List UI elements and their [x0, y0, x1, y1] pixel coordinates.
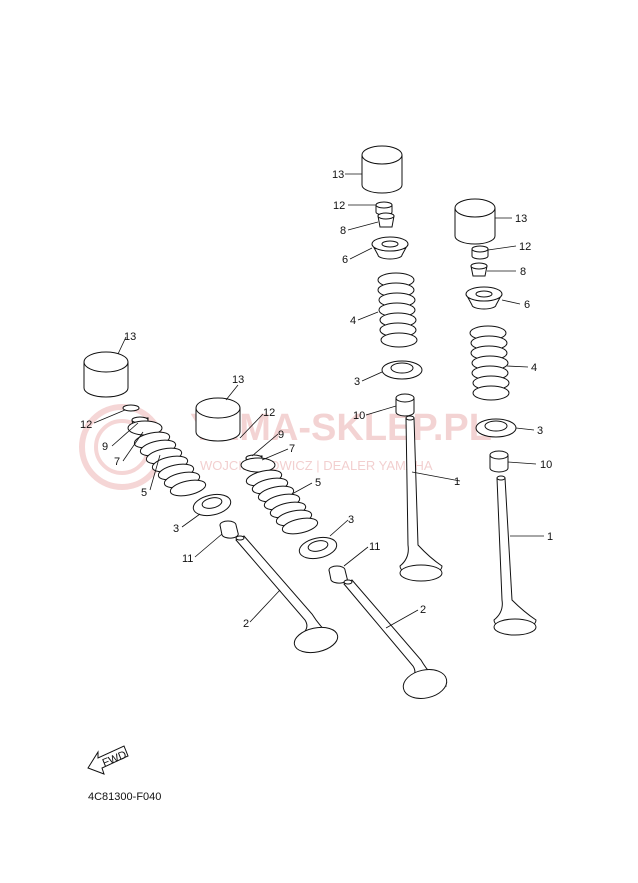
callout-1: 1	[547, 531, 553, 543]
fwd-label: FWD	[101, 749, 129, 770]
valve-stem-seal	[328, 565, 348, 584]
valve-spring	[133, 431, 207, 497]
valve-assembly-intake-b	[454, 198, 537, 636]
valve-spring	[245, 469, 319, 535]
valve-cotter	[470, 262, 488, 277]
valve-lifter	[454, 198, 496, 245]
callout-11: 11	[369, 541, 380, 553]
exhaust-valve	[235, 535, 339, 654]
callout-10: 10	[353, 410, 365, 422]
callout-1: 1	[454, 476, 460, 488]
callout-3: 3	[348, 514, 354, 526]
callout-3: 3	[354, 376, 360, 388]
callout-12: 12	[263, 407, 275, 419]
valve-spring	[469, 325, 510, 401]
intake-valve	[399, 415, 443, 582]
valve-spring-seat	[381, 360, 423, 380]
callout-3: 3	[537, 425, 543, 437]
callout-12: 12	[80, 419, 92, 431]
callout-7: 7	[289, 443, 295, 455]
valve-lifter	[83, 351, 129, 398]
valve-cotter	[377, 212, 395, 228]
callout-8: 8	[520, 266, 526, 278]
valve-stem-seal	[219, 520, 239, 539]
valve-spring-seat	[298, 536, 338, 560]
callout-13: 13	[232, 374, 244, 386]
callout-13: 13	[124, 331, 136, 343]
valve-pad	[122, 404, 140, 412]
valve-pad	[471, 245, 489, 260]
callout-13: 13	[515, 213, 527, 225]
valve-assembly-exhaust-b	[195, 397, 448, 699]
callout-10: 10	[540, 459, 552, 471]
callout-2: 2	[243, 618, 249, 630]
forward-arrow-icon: FWD	[87, 745, 129, 775]
callout-5: 5	[141, 487, 147, 499]
watermark-subtext: WOJCIECHOWICZ | DEALER YAMAHA	[200, 458, 433, 473]
callout-2: 2	[420, 604, 426, 616]
callout-4: 4	[531, 362, 537, 374]
callout-6: 6	[342, 254, 348, 266]
callout-9: 9	[102, 441, 108, 453]
leader-lines	[93, 173, 544, 629]
exhaust-valve	[343, 579, 448, 699]
callout-13: 13	[332, 169, 344, 181]
valve-lifter	[361, 145, 403, 194]
callout-11: 11	[182, 553, 193, 565]
callout-6: 6	[524, 299, 530, 311]
valve-assembly-intake-a	[361, 145, 443, 582]
valve-spring-seat	[475, 418, 517, 438]
valve-lifter	[195, 397, 241, 442]
callouts: 13 12 8 6 4 3 10 1 13 12 8 6 4 3 10 1 13…	[80, 169, 553, 630]
callout-9: 9	[278, 429, 284, 441]
callout-12: 12	[333, 200, 345, 212]
callout-5: 5	[315, 477, 321, 489]
callout-8: 8	[340, 225, 346, 237]
valve-stem-seal	[395, 393, 415, 417]
callout-7: 7	[114, 456, 120, 468]
callout-4: 4	[350, 315, 356, 327]
callout-3: 3	[173, 523, 179, 535]
part-code: 4C81300-F040	[88, 791, 161, 803]
valve-spring	[377, 272, 418, 348]
callout-12: 12	[519, 241, 531, 253]
valve-stem-seal	[489, 450, 509, 473]
valve-spring-seat	[192, 493, 232, 517]
intake-valve	[493, 475, 537, 636]
valve-spring-retainer	[371, 236, 409, 260]
valve-spring-retainer	[465, 286, 503, 310]
